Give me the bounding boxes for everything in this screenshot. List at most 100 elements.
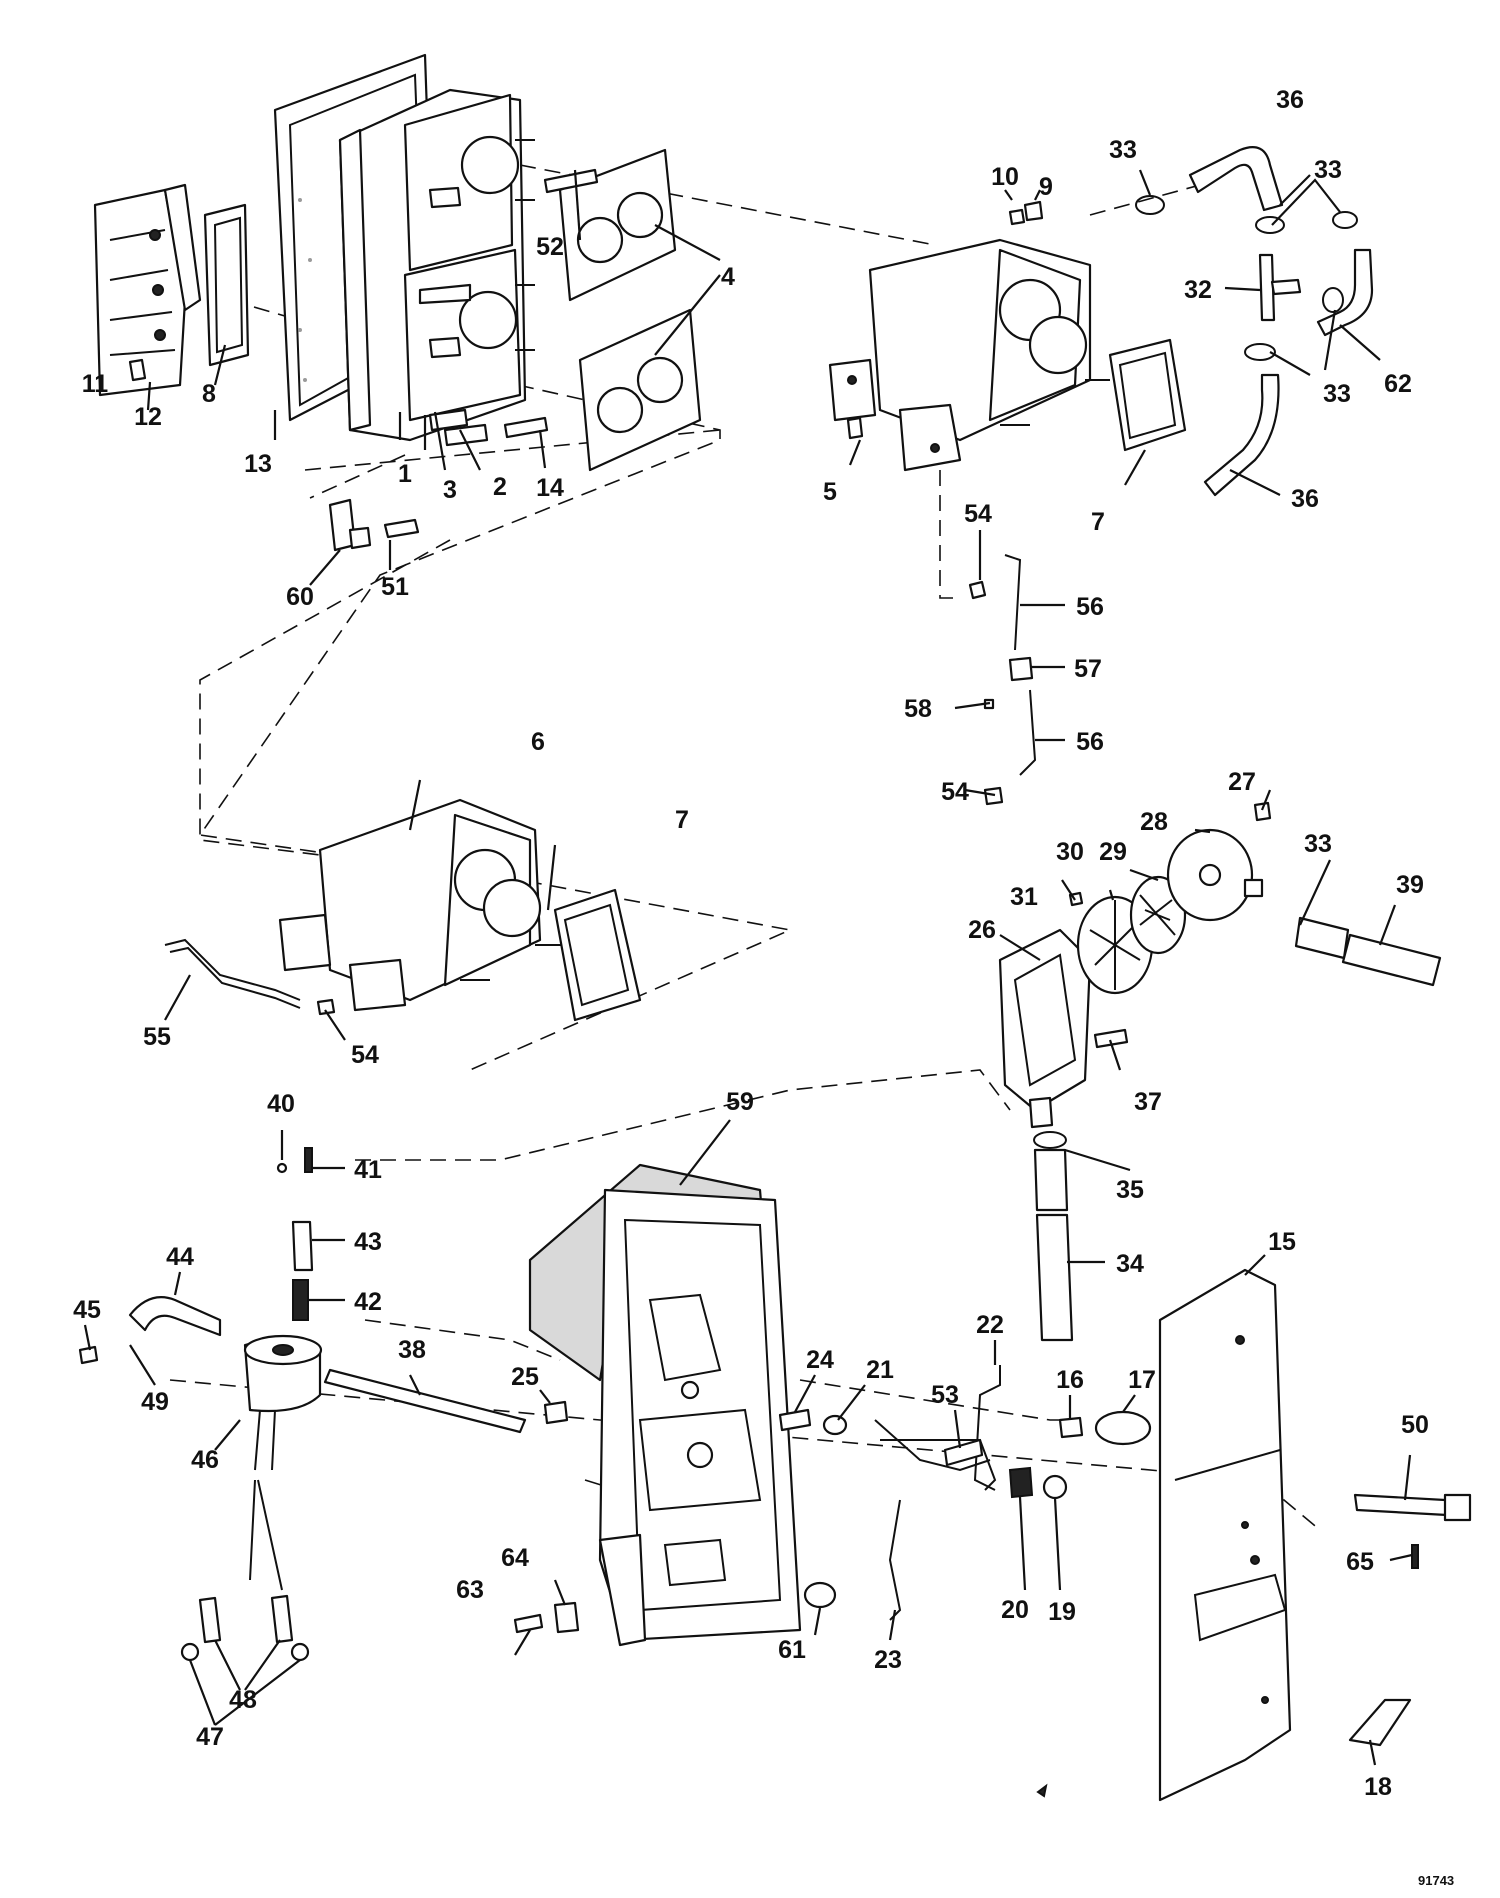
callout-8: 8 [202, 380, 216, 408]
callout-51: 51 [381, 573, 409, 601]
throttle-link-55 [164, 938, 301, 1009]
callout-54-middle: 54 [941, 778, 969, 806]
hose-clamps-33 [1135, 195, 1358, 361]
callout-43: 43 [354, 1228, 382, 1256]
fuel-hose-62 [1316, 248, 1374, 337]
callout-49: 49 [141, 1388, 169, 1416]
solenoid-bracket-44 [128, 1296, 222, 1337]
callout-47: 47 [196, 1723, 224, 1751]
callout-56-upper: 56 [1076, 593, 1104, 621]
callout-14: 14 [536, 474, 564, 502]
callout-54-lower: 54 [351, 1041, 379, 1069]
pump-cover-28 [1166, 828, 1264, 922]
callout-22: 22 [976, 1311, 1004, 1339]
callout-3: 3 [443, 476, 457, 504]
nut-54-lower [316, 998, 336, 1016]
callout-36-lower: 36 [1291, 485, 1319, 513]
callout-26: 26 [968, 916, 996, 944]
callout-6: 6 [531, 728, 545, 756]
callout-24: 24 [806, 1346, 834, 1374]
callout-30: 30 [1056, 838, 1084, 866]
callout-59: 59 [726, 1088, 754, 1116]
callout-44: 44 [166, 1243, 194, 1271]
reed-gasket [203, 203, 250, 367]
intake-manifold [338, 88, 535, 442]
callout-19: 19 [1048, 1598, 1076, 1626]
lower-carburetor [278, 798, 565, 1012]
carburetor-flange-gaskets [558, 148, 702, 472]
wires-47-48 [180, 1479, 310, 1662]
grommet-21 [822, 1414, 848, 1436]
callout-7-lower: 7 [675, 806, 689, 834]
callout-40: 40 [267, 1090, 295, 1118]
callout-labels: 1 2 3 4 5 6 7 7 8 9 10 11 12 13 14 15 16… [73, 86, 1429, 1801]
air-silencer-cover-15 [1158, 1268, 1292, 1802]
callout-33-middle: 33 [1323, 380, 1351, 408]
callout-53: 53 [931, 1381, 959, 1409]
air-silencer-base-59 [528, 1163, 802, 1647]
spring-20-nut-19 [1008, 1466, 1068, 1500]
callout-9: 9 [1039, 173, 1053, 201]
callout-48: 48 [229, 1686, 257, 1714]
bracket-60-screw-51 [328, 498, 420, 552]
callout-16: 16 [1056, 1366, 1084, 1394]
studs-and-screws-top [428, 168, 599, 447]
callout-7-upper: 7 [1091, 508, 1105, 536]
screw-50 [1353, 1493, 1472, 1522]
fuel-hose-36-lower [1203, 373, 1280, 497]
ink-mark [1036, 1783, 1048, 1798]
callout-23: 23 [874, 1646, 902, 1674]
screw-16-disc-17 [1058, 1410, 1152, 1446]
upper-carburetor [828, 238, 1110, 472]
callout-39: 39 [1396, 871, 1424, 899]
solenoid-46 [243, 1334, 323, 1471]
carburetor-gasket-lower [553, 888, 642, 1022]
hose-34 [1033, 1131, 1074, 1342]
callout-60: 60 [286, 583, 314, 611]
callout-31: 31 [1010, 883, 1038, 911]
screw-63-clip-64 [513, 1601, 580, 1634]
callout-64: 64 [501, 1544, 529, 1572]
fuel-hose-36-upper [1188, 146, 1284, 212]
callout-25: 25 [511, 1363, 539, 1391]
leader-lines [83, 169, 1413, 1766]
solenoid-parts-40-43 [276, 1147, 314, 1321]
callout-17: 17 [1128, 1366, 1156, 1394]
callout-55: 55 [143, 1023, 171, 1051]
callout-41: 41 [354, 1156, 382, 1184]
callout-57: 57 [1074, 655, 1102, 683]
callout-28: 28 [1140, 808, 1168, 836]
grommet-61 [803, 1581, 837, 1609]
callout-42: 42 [354, 1288, 382, 1316]
tube-38 [323, 1368, 527, 1434]
screw-27 [1253, 801, 1272, 822]
linkage-rods [968, 554, 1037, 806]
callout-5: 5 [823, 478, 837, 506]
pin-65 [1411, 1544, 1419, 1569]
throttle-linkage [874, 1365, 1001, 1621]
tee-fitting-32 [1258, 253, 1302, 322]
callout-37: 37 [1134, 1088, 1162, 1116]
callout-50: 50 [1401, 1411, 1429, 1439]
clip-18 [1348, 1698, 1412, 1747]
callout-62: 62 [1384, 370, 1412, 398]
carburetor-gasket-upper [1108, 338, 1187, 452]
callout-32: 32 [1184, 276, 1212, 304]
callout-13: 13 [244, 450, 272, 478]
callout-61: 61 [778, 1636, 806, 1664]
callout-38: 38 [398, 1336, 426, 1364]
screw-45 [78, 1345, 99, 1365]
hose-39 [1294, 916, 1442, 987]
fuel-pump-body-26 [998, 928, 1092, 1129]
screw-24 [778, 1408, 812, 1432]
callout-18: 18 [1364, 1773, 1392, 1801]
callout-2: 2 [493, 473, 507, 501]
callout-1: 1 [398, 460, 412, 488]
callout-65: 65 [1346, 1548, 1374, 1576]
callout-12: 12 [134, 403, 162, 431]
reed-valve-housing [93, 183, 202, 397]
screw-12 [128, 358, 147, 382]
callout-33-pump: 33 [1304, 830, 1332, 858]
callout-35: 35 [1116, 1176, 1144, 1204]
